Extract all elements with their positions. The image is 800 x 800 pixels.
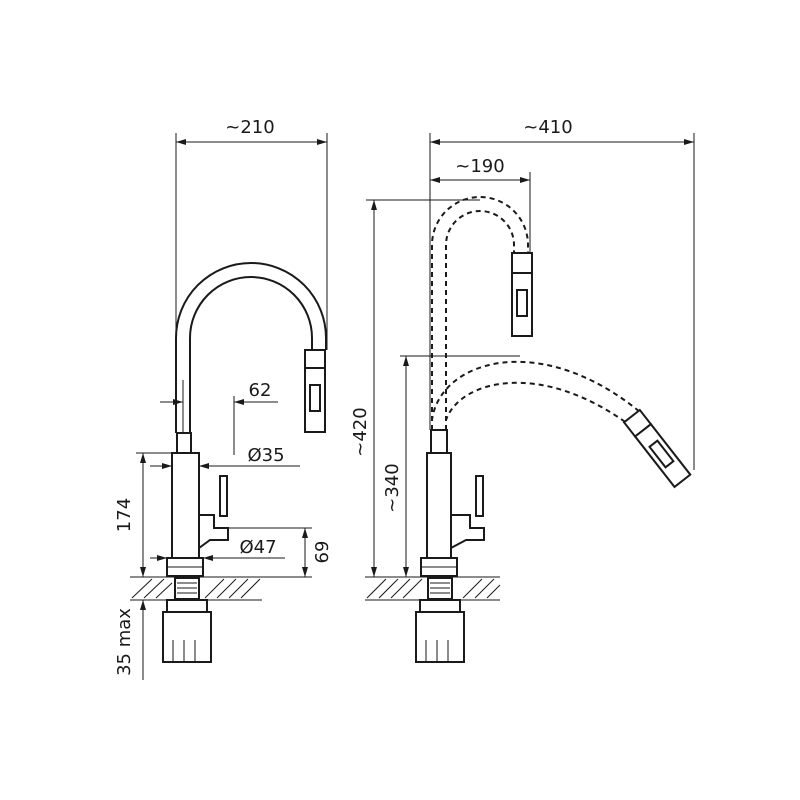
left-mounting-shank	[162, 577, 212, 663]
dim-right-width-label: ~410	[523, 117, 572, 138]
right-spout-upright-dashed	[431, 196, 529, 430]
dim-spout-offset: 62	[160, 380, 278, 455]
right-faucet-body	[420, 429, 485, 577]
left-spray-head	[304, 349, 326, 433]
left-spout-hose	[175, 262, 327, 433]
dim-left-width-label: ~210	[225, 117, 274, 138]
dim-spout-offset-label: 62	[249, 380, 272, 401]
dim-body-height: 174	[114, 452, 172, 577]
dim-base-diameter: Ø47	[150, 537, 285, 561]
right-spray-head-swung	[622, 408, 692, 489]
dim-body-diameter-label: Ø35	[247, 445, 284, 466]
right-spout-swung-dashed	[431, 360, 641, 430]
dim-base-height: 69	[228, 527, 333, 578]
dim-head-offset: ~190	[430, 156, 531, 253]
dim-spout-height: ~340	[382, 355, 520, 577]
right-spray-head-upright	[511, 252, 533, 337]
dim-head-offset-label: ~190	[455, 156, 504, 177]
left-faucet-body	[166, 432, 229, 577]
left-view: ~210 62 Ø35 Ø47	[114, 117, 333, 680]
dim-right-width: ~410	[429, 117, 695, 470]
dim-counter-thickness-label: 35 max	[114, 608, 135, 676]
dim-total-height-label: ~420	[350, 407, 371, 456]
dim-body-diameter: Ø35	[150, 445, 300, 469]
dim-counter-thickness: 35 max	[114, 599, 160, 680]
dim-spout-height-label: ~340	[382, 463, 403, 512]
right-mounting-shank	[415, 577, 465, 663]
dim-body-height-label: 174	[114, 498, 135, 532]
dim-base-diameter-label: Ø47	[239, 537, 276, 558]
dim-left-width: ~210	[175, 117, 328, 433]
right-view: ~410 ~190 ~420 ~340	[350, 117, 695, 663]
dim-total-height: ~420	[350, 199, 480, 577]
dim-base-height-label: 69	[312, 541, 333, 564]
